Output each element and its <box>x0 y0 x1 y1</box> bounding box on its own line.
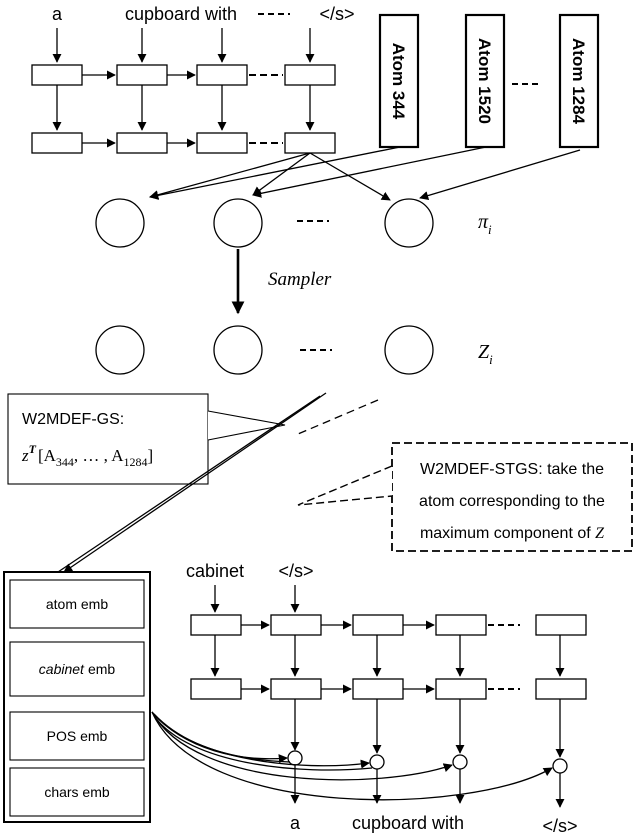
pi-label: πi <box>478 211 492 237</box>
emb-label-chars: chars emb <box>44 784 110 800</box>
decoder-cell-l2-5 <box>535 678 587 700</box>
emb-box-atom <box>9 579 145 629</box>
encoder-cell-l2-1 <box>31 132 83 154</box>
atom-box-3 <box>558 13 600 149</box>
decoder-cell-l1-5 <box>535 614 587 636</box>
emb-box-pos <box>9 711 145 761</box>
decoder-cell-l2-1 <box>190 678 242 700</box>
decoder-cell-l1-1 <box>190 614 242 636</box>
decoder-output-eos: </s> <box>542 816 577 836</box>
gs-title: W2MDEF-GS: <box>22 411 124 428</box>
pi-node-3 <box>384 198 434 248</box>
encoder-cell-l2-3 <box>196 132 248 154</box>
stgs-line-3: maximum component of Z <box>420 525 605 542</box>
embedding-panel <box>3 571 151 823</box>
z-node-3 <box>384 325 434 375</box>
stgs-line-1: W2MDEF-STGS: take the <box>420 461 604 478</box>
combine-node-3 <box>452 754 468 770</box>
decoder-token-eos-input: </s> <box>278 561 313 581</box>
gs-formula: zT[A344, … , A1284] <box>21 442 153 469</box>
sampler-label: Sampler <box>268 269 332 290</box>
combine-node-4 <box>552 758 568 774</box>
emb-label-atom: atom emb <box>46 596 108 612</box>
decoder-cell-l2-4 <box>435 678 487 700</box>
encoder-cell-l1-4 <box>284 64 336 86</box>
z-node-2 <box>213 325 263 375</box>
decoder-token-cabinet: cabinet <box>186 561 244 581</box>
emb-box-word <box>9 641 145 697</box>
encoder-cell-l1-2 <box>116 64 168 86</box>
encoder-token-eos: </s> <box>319 4 354 24</box>
atom-label-2: Atom 1520 <box>475 38 494 124</box>
decoder-output-a: a <box>290 813 301 833</box>
pi-node-2 <box>213 198 263 248</box>
decoder-output-cupboard-with: cupboard with <box>352 813 464 833</box>
encoder-cell-l1-3 <box>196 64 248 86</box>
combine-node-1 <box>287 750 303 766</box>
decoder-cell-l1-2 <box>270 614 322 636</box>
encoder-cell-l2-4 <box>284 132 336 154</box>
emb-box-chars <box>9 767 145 817</box>
encoder-cell-l1-1 <box>31 64 83 86</box>
stgs-callout-box <box>391 442 633 552</box>
decoder-cell-l2-3 <box>352 678 404 700</box>
gs-callout-box <box>7 393 209 485</box>
encoder-token-a: a <box>52 4 63 24</box>
atom-label-1: Atom 344 <box>389 43 408 120</box>
encoder-token-cupboard-with: cupboard with <box>125 4 237 24</box>
z-label: Zi <box>478 341 493 367</box>
atom-label-3: Atom 1284 <box>569 38 588 125</box>
encoder-cell-l2-2 <box>116 132 168 154</box>
pi-node-1 <box>95 198 145 248</box>
decoder-cell-l1-4 <box>435 614 487 636</box>
stgs-line-2: atom corresponding to the <box>419 493 605 510</box>
decoder-cell-l1-3 <box>352 614 404 636</box>
z-node-1 <box>95 325 145 375</box>
decoder-cell-l2-2 <box>270 678 322 700</box>
combine-node-2 <box>369 754 385 770</box>
emb-label-pos: POS emb <box>47 728 108 744</box>
